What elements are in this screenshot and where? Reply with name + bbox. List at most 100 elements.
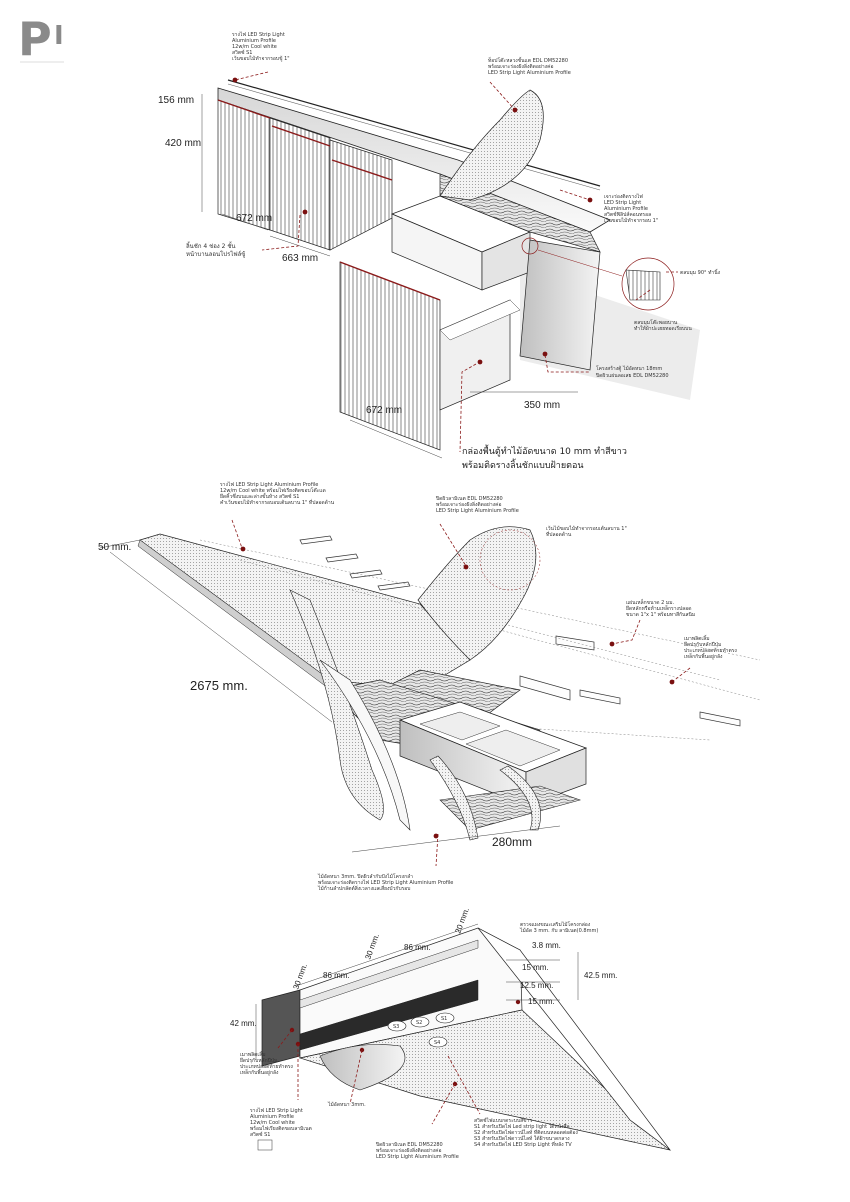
svg-text:เหล็กกับพิ้นอยู่กลัง: เหล็กกับพิ้นอยู่กลัง [240, 1067, 279, 1076]
svg-text:พร้อมไฟเรียงติดขอบลามิเนต: พร้อมไฟเรียงติดขอบลามิเนต [250, 1125, 312, 1132]
svg-text:12w/m Cool white: 12w/m Cool white [250, 1120, 295, 1126]
note-laminate-spec: ตรวจแผงขณะเสริมไม้โครงกล่อง ไม้อัด 3 mm.… [519, 921, 598, 934]
svg-text:ประเภทปลอดท้ายทำตรง: ประเภทปลอดท้ายทำตรง [240, 1063, 293, 1070]
svg-text:เหล็กกับพิ้นอยู่กลัง: เหล็กกับพิ้นอยู่กลัง [684, 651, 723, 660]
note-switch-list: สวิตช์ไฟแบบกดระบบสีขาว S1 สำหรับเปิดไฟ L… [474, 1117, 578, 1148]
note-bracket: เมาพลิตเลิ้ม ยึดปรุกับหลักปีปุ่ม ประเภทป… [684, 633, 737, 660]
dim-350: 350 mm [524, 400, 560, 411]
svg-text:S3 สำหรับเปิดไฟดาวน์ไลท์ ใต้ฝ้: S3 สำหรับเปิดไฟดาวน์ไลท์ ใต้ฝ้าขนาดกลาง [474, 1135, 570, 1142]
svg-text:คำเว้นขอบไม้ทำจากรอบอบเต้นลบาน: คำเว้นขอบไม้ทำจากรอบอบเต้นลบาน 1" ที่ปลอ… [220, 499, 335, 506]
svg-text:ปิดผิวลามิเนต EDL DM52280: ปิดผิวลามิเนต EDL DM52280 [376, 1141, 443, 1148]
note-laminate: ปิดผิวลามิเนต EDL DM52280 พร้อมเจาะร่องฝ… [436, 495, 519, 514]
led-profile-rail [227, 79, 601, 187]
note-led-channel: เจาะร่องติดรางไฟ LED Strip Light Alumini… [604, 193, 658, 224]
svg-text:ไม้ก้านลำปกลัตต์สิ่งเวลางแลเสี: ไม้ก้านลำปกลัตต์สิ่งเวลางแลเสี่ยงบัวกับร… [317, 885, 410, 892]
note-led-topleft: รางไฟ LED Strip Light Aluminium Profile … [232, 31, 290, 62]
svg-text:ตลบมุมโต๊ะพอยบาน: ตลบมุมโต๊ะพอยบาน [634, 319, 678, 326]
dim-663: 663 mm [282, 253, 318, 264]
section2-exploded-top: 50 mm. 2675 mm. 280mm รางไฟ LED Strip Li… [98, 481, 761, 892]
svg-text:S2 สำหรับเปิดไฟดาวน์ไลท์ ที่ติ: S2 สำหรับเปิดไฟดาวน์ไลท์ ที่ติดบนหลอดต่อ… [474, 1129, 578, 1136]
svg-text:สวิตช์ไฟแบบกดระบบสีขาว: สวิตช์ไฟแบบกดระบบสีขาว [474, 1117, 532, 1124]
svg-text:รางไฟ LED Strip Light Aluminiu: รางไฟ LED Strip Light Aluminium Profile [220, 481, 318, 488]
svg-text:เมาพลิตเลิ้ม: เมาพลิตเลิ้ม [684, 633, 710, 642]
svg-text:พร้อมเจาะร่องฝังลิ่งติดอย่างค่: พร้อมเจาะร่องฝังลิ่งติดอย่างค่อ [376, 1147, 441, 1154]
cabinet-door-2 [269, 117, 331, 251]
cabinet-door-3 [329, 139, 393, 251]
laminate-sheet [417, 526, 537, 661]
note-steel-plate: แผ่นเหล็กขนาด 2 มม. ยึดหลักหรือห้ามเหล็ก… [626, 598, 695, 618]
svg-text:ยึดปรุกับหลักปีปุ่ม: ยึดปรุกับหลักปีปุ่ม [240, 1057, 277, 1064]
svg-text:พร้อมเจาะร่องติดรางไฟ LED Stri: พร้อมเจาะร่องติดรางไฟ LED Strip Light Al… [318, 879, 453, 886]
svg-text:รางไฟ LED Strip Light: รางไฟ LED Strip Light [250, 1107, 303, 1114]
svg-text:S1 สำหรับเปิดไฟ Led strip ligh: S1 สำหรับเปิดไฟ Led strip light ใต้หนังส… [474, 1123, 570, 1130]
dim-672-b: 672 mm [366, 405, 402, 416]
svg-text:ประเภทปลอดท้ายทำตรง: ประเภทปลอดท้ายทำตรง [684, 647, 737, 654]
svg-text:ยึดหลักหรือห้ามเหล็กรางปลอด: ยึดหลักหรือห้ามเหล็กรางปลอด [626, 604, 692, 612]
svg-text:ทำให้ผ้าปะเฮยทอดเรียบบน: ทำให้ผ้าปะเฮยทอดเรียบบน [634, 325, 692, 332]
dim-420: 420 mm [165, 138, 201, 149]
dim-672-a: 672 mm [236, 213, 272, 224]
note-led-section: รางไฟ LED Strip Light Aluminium Profile … [250, 1107, 312, 1138]
section1-cabinet-drawing: 156 mm 420 mm 672 mm 663 mm 672 mm 350 m… [158, 31, 721, 471]
svg-text:ไม้อัดหนา 3mm. ปิดผิวลำกับปังไ: ไม้อัดหนา 3mm. ปิดผิวลำกับปังไม้โครงกลำ [317, 873, 413, 880]
svg-text:ปิดผิวลามิเนต EDL DM52280: ปิดผิวลามิเนต EDL DM52280 [436, 495, 503, 502]
svg-text:สวิตซ์ S1: สวิตซ์ S1 [250, 1131, 270, 1138]
svg-text:ที่ปลอดด้าน: ที่ปลอดด้าน [546, 531, 572, 538]
svg-text:โครงสร้างตู้ ไม้อัดหนา 18mm: โครงสร้างตู้ ไม้อัดหนา 18mm [596, 365, 662, 372]
switch-s4: S4 [434, 1040, 440, 1046]
svg-text:เมาพลิตเลิ้ม: เมาพลิตเลิ้ม [240, 1049, 266, 1058]
svg-text:พร้อมเจาะร่องฝังลิ่งติดอย่างค่: พร้อมเจาะร่องฝังลิ่งติดอย่างค่อ [488, 63, 553, 70]
svg-text:ไม้อัด 3 mm. กับ ลามิเนต(0.8mm: ไม้อัด 3 mm. กับ ลามิเนต(0.8mm) [519, 927, 598, 934]
svg-text:หน้าบานลอนโปรไฟล์ขู้: หน้าบานลอนโปรไฟล์ขู้ [186, 250, 245, 258]
note-edge-gap: เว้นไม้ขอบไม้ทำจากรอบเต้นลบาน 1" ที่ปลอด… [546, 525, 627, 538]
svg-text:พร้อมเจาะร่องฝังลิ่งติดอย่างค่: พร้อมเจาะร่องฝังลิ่งติดอย่างค่อ [436, 501, 501, 508]
note-plywood-section: ไม้อัดหนา 3mm. [327, 1101, 366, 1108]
dim-15-a: 15 mm. [522, 963, 549, 972]
switch-s3: S3 [393, 1024, 399, 1030]
dim-156: 156 mm [158, 95, 194, 106]
svg-text:รางไฟ LED Strip Light: รางไฟ LED Strip Light [232, 31, 285, 38]
note-drawer-box: กล่องพื้นตู้ทำไม้อัดขนาด 10 mm ทำสีขาว พ… [462, 444, 627, 471]
svg-text:Aluminium Profile: Aluminium Profile [250, 1114, 294, 1120]
dim-2675: 2675 mm. [190, 678, 248, 693]
section3-cross-section: 30 mm. 86 mm. 30 mm. 86 mm. 20 mm. 3.8 m… [230, 907, 672, 1160]
svg-text:ยึดคิ้วซึ่งบนและล่างขั้นห้าง ส: ยึดคิ้วซึ่งบนและล่างขั้นห้าง สวิตซ์ S1 [220, 491, 300, 500]
svg-text:LED Strip Light Aluminium Prof: LED Strip Light Aluminium Profile [376, 1154, 459, 1160]
note-corner-finish: ตลบมุมโต๊ะพอยบาน ทำให้ผ้าปะเฮยทอดเรียบบน [634, 319, 692, 332]
svg-text:12w/m Cool white พร้อมไฟเรียงต: 12w/m Cool white พร้อมไฟเรียงติดขอบโต๊ะแ… [220, 487, 326, 494]
svg-text:พร้อมติดรางลิ้นชักแบบฝ้ายตอน: พร้อมติดรางลิ้นชักแบบฝ้ายตอน [462, 458, 584, 471]
svg-text:LED Strip Light Aluminium Prof: LED Strip Light Aluminium Profile [436, 508, 519, 514]
note-bracket-section: เมาพลิตเลิ้ม ยึดปรุกับหลักปีปุ่ม ประเภทป… [240, 1049, 293, 1076]
note-corner-fold: ตลบมุม 90° ทำนิ้ง [680, 267, 721, 276]
svg-text:Aluminium Profile: Aluminium Profile [232, 38, 276, 44]
note-drawers: ลิ้นชัก 4 ช่อง 2 ชั้น หน้าบานลอนโปรไฟล์ข… [186, 240, 246, 258]
svg-text:สวิตช์ฟิลิปส์คอนทรอล: สวิตช์ฟิลิปส์คอนทรอล [604, 211, 651, 218]
dim-30-b: 30 mm. [363, 933, 381, 961]
dim-12-5: 12.5 mm. [520, 981, 553, 990]
note-carcass: โครงสร้างตู้ ไม้อัดหนา 18mm ปิดผิวแผ่นลอ… [596, 365, 669, 379]
svg-text:ขนาด 1"x 1" พร้อมทาสีกันสนิม: ขนาด 1"x 1" พร้อมทาสีกันสนิม [626, 611, 695, 618]
dim-42-5: 42.5 mm. [584, 971, 617, 980]
switch-s2: S2 [416, 1020, 422, 1026]
svg-text:กล่องพื้นตู้ทำไม้อัดขนาด 10 mm: กล่องพื้นตู้ทำไม้อัดขนาด 10 mm ทำสีขาว [462, 444, 627, 457]
laminate-sheet-curl [439, 89, 544, 201]
switch-s1: S1 [441, 1016, 447, 1022]
svg-text:12w/m Cool white: 12w/m Cool white [232, 44, 277, 50]
svg-text:S4 สำหรับเปิดไฟ LED Strip Ligh: S4 สำหรับเปิดไฟ LED Strip Light ที่หลัง … [474, 1141, 572, 1148]
svg-text:แผ่นเหล็กขนาด 2 มม.: แผ่นเหล็กขนาด 2 มม. [626, 598, 675, 606]
svg-text:Aluminium Profile: Aluminium Profile [604, 206, 648, 212]
dim-20: 20 mm. [453, 907, 471, 935]
svg-text:สวิตซ์ S1: สวิตซ์ S1 [232, 49, 252, 56]
logo-mark: P [18, 12, 52, 66]
dim-280: 280mm [492, 835, 532, 849]
dim-3-8: 3.8 mm. [532, 941, 561, 950]
svg-text:เว้นไม้ขอบไม้ทำจากรอบเต้นลบาน: เว้นไม้ขอบไม้ทำจากรอบเต้นลบาน 1" [546, 525, 627, 532]
note-plywood: ไม้อัดหนา 3mm. ปิดผิวลำกับปังไม้โครงกลำ … [317, 873, 453, 892]
led-profile-detail [257, 1139, 273, 1151]
dim-86-b: 86 mm. [404, 943, 431, 952]
svg-text:ท็อปโต๊ะหลวงชั้นแต EDL DM52280: ท็อปโต๊ะหลวงชั้นแต EDL DM52280 [488, 55, 568, 64]
cabinet-door-1 [217, 99, 271, 231]
dim-42: 42 mm. [230, 1019, 257, 1028]
svg-text:LED Strip Light Aluminium Prof: LED Strip Light Aluminium Profile [488, 70, 571, 76]
